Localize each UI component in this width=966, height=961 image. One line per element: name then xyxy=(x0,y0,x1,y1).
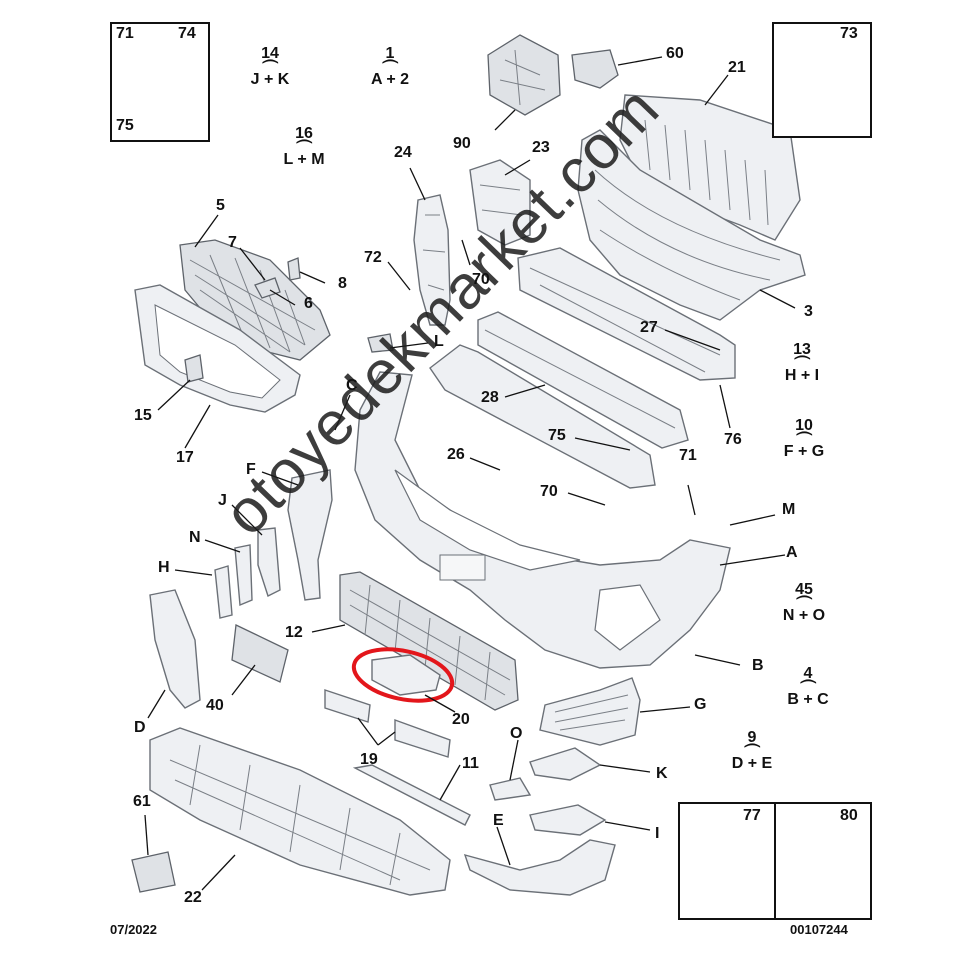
label-7: 7 xyxy=(228,234,237,251)
part-K-trim xyxy=(529,747,602,781)
part-O-trim xyxy=(489,777,532,801)
highlight-circle xyxy=(351,647,455,703)
part-A-bumper-cover xyxy=(354,371,731,669)
combo-16: 16⏜L + M xyxy=(283,125,325,168)
combo-14: 14⏜J + K xyxy=(250,45,290,88)
label-70-top: 70 xyxy=(472,271,490,288)
label-11: 11 xyxy=(462,755,479,772)
part-J-bracket xyxy=(257,527,281,597)
part-19-moulding-right xyxy=(394,719,451,758)
label-19: 19 xyxy=(360,751,378,768)
label-40: 40 xyxy=(206,697,224,714)
part-E-spoiler xyxy=(463,839,616,896)
label-C: C xyxy=(346,377,358,394)
leader-lines xyxy=(144,56,796,891)
part-5-upper-grille xyxy=(179,239,331,361)
label-J: J xyxy=(218,492,227,509)
label-90: 90 xyxy=(453,135,471,152)
fastener-box-divider xyxy=(774,802,776,918)
label-A: A xyxy=(786,544,798,561)
label-75-middle: 75 xyxy=(548,427,566,444)
label-15: 15 xyxy=(134,407,152,424)
label-21: 21 xyxy=(728,59,746,76)
label-28: 28 xyxy=(481,389,499,406)
label-20: 20 xyxy=(452,711,470,728)
label-17: 17 xyxy=(176,449,194,466)
label-5: 5 xyxy=(216,197,225,214)
label-3: 3 xyxy=(804,303,813,320)
combo-9: 9⏜D + E xyxy=(731,729,773,772)
label-75: 75 xyxy=(116,117,134,134)
label-73: 73 xyxy=(840,25,858,42)
combo-1: 1⏜A + 2 xyxy=(370,45,410,88)
label-8: 8 xyxy=(338,275,347,292)
part-F-bracket xyxy=(287,469,333,601)
part-2-lower-grille xyxy=(339,571,519,711)
combo-10: 10⏜F + G xyxy=(783,417,825,460)
part-N-bracket xyxy=(234,544,253,607)
label-N: N xyxy=(189,529,201,546)
combo-45: 45⏜N + O xyxy=(782,581,826,624)
part-G-fog-frame xyxy=(539,677,641,746)
label-24: 24 xyxy=(394,144,412,161)
label-12: 12 xyxy=(285,624,303,641)
label-K: K xyxy=(656,765,668,782)
label-F: F xyxy=(246,461,256,478)
part-H-bracket xyxy=(214,565,233,619)
part-22-undertray xyxy=(149,727,451,896)
part-90-clip-kit xyxy=(487,34,561,116)
footer-date: 07/2022 xyxy=(110,922,157,937)
part-I-trim xyxy=(529,804,607,836)
label-L: L xyxy=(434,333,444,350)
part-28-absorber xyxy=(477,311,689,449)
label-H: H xyxy=(158,559,170,576)
label-76: 76 xyxy=(724,431,742,448)
label-71-middle: 71 xyxy=(679,447,697,464)
label-61: 61 xyxy=(133,793,151,810)
label-26: 26 xyxy=(447,446,465,463)
part-20-grille-insert xyxy=(371,654,441,696)
part-11-strip xyxy=(352,764,471,826)
label-M: M xyxy=(782,501,796,518)
label-E: E xyxy=(493,812,504,829)
label-O: O xyxy=(510,725,523,742)
label-77: 77 xyxy=(743,807,761,824)
part-40-plate xyxy=(231,624,289,683)
part-D-side-deflector xyxy=(149,589,201,709)
part-26-reinforcement xyxy=(429,344,656,489)
label-74: 74 xyxy=(178,25,196,42)
label-23: 23 xyxy=(532,139,550,156)
combo-13: 13⏜H + I xyxy=(784,341,820,384)
label-80: 80 xyxy=(840,807,858,824)
part-17-grille-frame xyxy=(134,284,301,413)
part-27-beam xyxy=(517,247,736,381)
combo-4: 4⏜B + C xyxy=(787,665,829,708)
label-I: I xyxy=(655,825,660,842)
part-8-clip xyxy=(287,257,301,281)
label-B: B xyxy=(752,657,764,674)
label-72: 72 xyxy=(364,249,382,266)
label-D: D xyxy=(134,719,146,736)
label-G: G xyxy=(694,696,707,713)
part-24-bracket xyxy=(413,194,451,326)
part-19-moulding-left xyxy=(324,689,371,723)
part-3-front-panel xyxy=(577,129,806,321)
label-22: 22 xyxy=(184,889,202,906)
part-15-badge-clip xyxy=(184,354,204,383)
part-61-clip-box xyxy=(131,851,176,893)
label-70-middle: 70 xyxy=(540,483,558,500)
fastener-box-73 xyxy=(772,22,872,138)
label-6: 6 xyxy=(304,295,313,312)
part-60-clip-box xyxy=(571,49,619,89)
label-71: 71 xyxy=(116,25,134,42)
part-23-bracket xyxy=(469,159,531,246)
part-L-clip xyxy=(367,333,394,353)
label-27: 27 xyxy=(640,319,658,336)
label-60: 60 xyxy=(666,45,684,62)
fastener-box-71-74-75 xyxy=(110,22,210,142)
footer-code: 00107244 xyxy=(790,922,848,937)
